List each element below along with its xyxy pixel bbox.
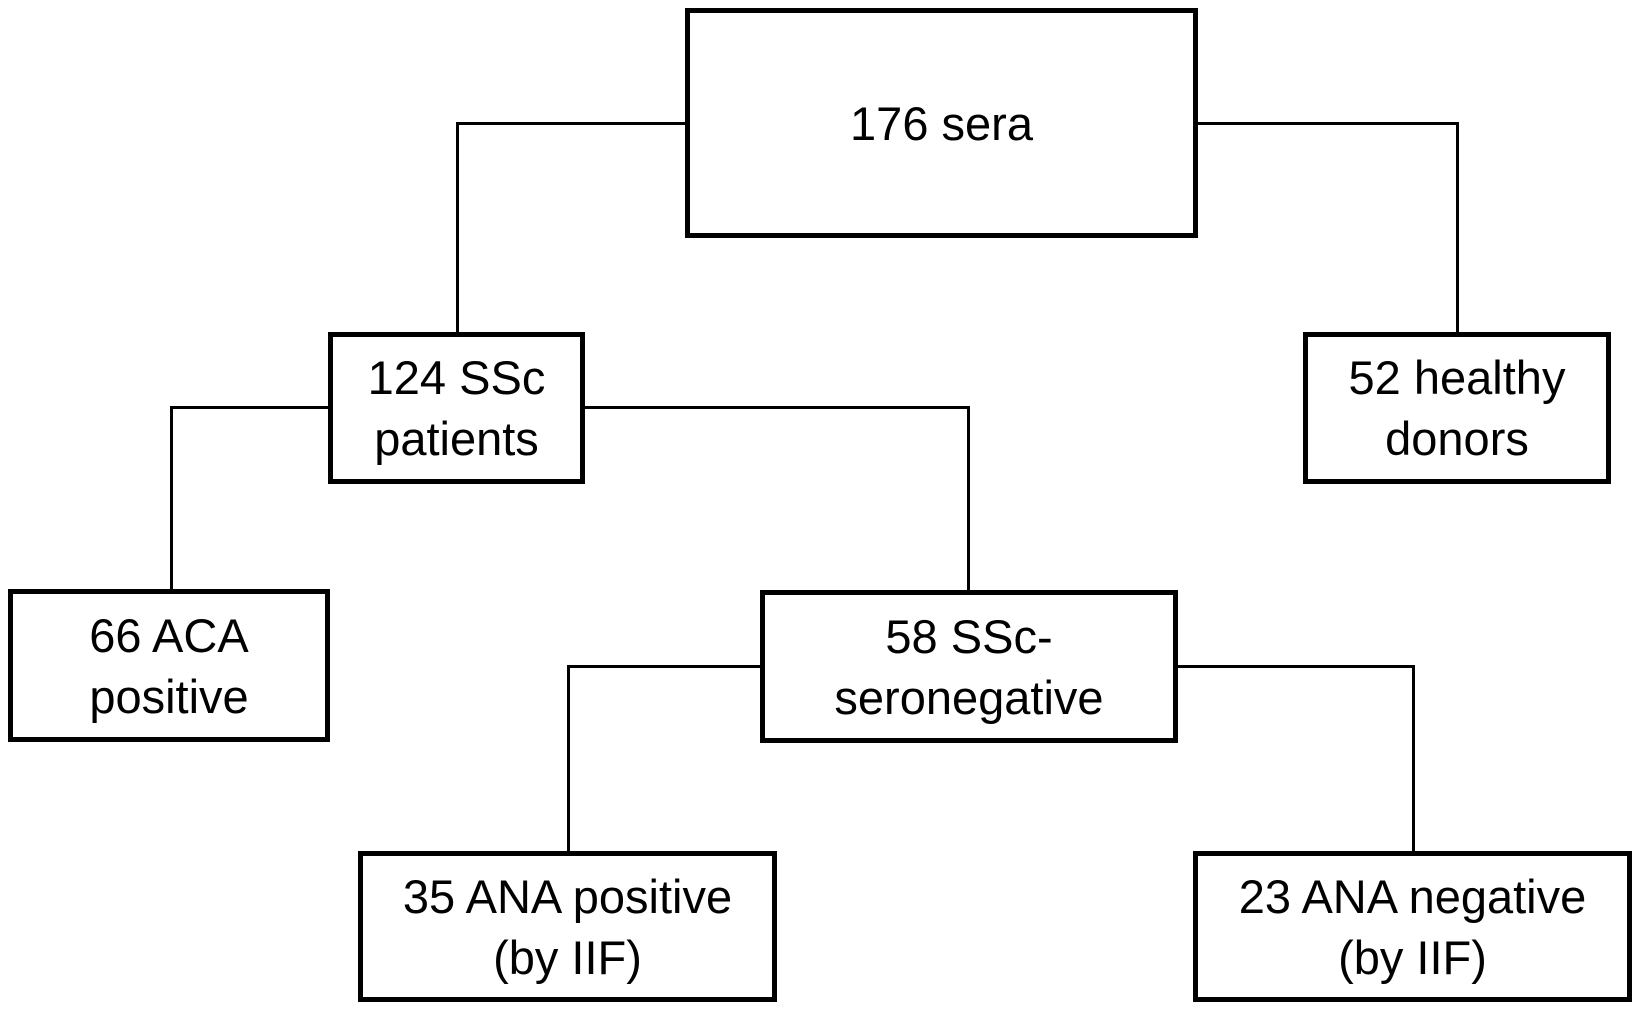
node-176-sera: 176 sera (685, 8, 1198, 238)
node-66-aca-positive-line-1: 66 ACA (89, 608, 249, 662)
connector-sero-ananeg-horizontal (1175, 665, 1415, 668)
node-66-aca-positive: 66 ACA positive (8, 589, 330, 742)
node-35-ana-positive-line-2: (by IIF) (493, 930, 642, 984)
connector-ssc-aca-horizontal (170, 406, 331, 409)
connector-ssc-sero-vertical (967, 406, 970, 593)
node-35-ana-positive-line-1: 35 ANA positive (402, 869, 733, 923)
node-124-ssc-patients-line-1: 124 SSc (367, 351, 546, 404)
node-58-ssc-seronegative: 58 SSc- seronegative (760, 590, 1178, 743)
connector-sero-anapos-horizontal (567, 665, 763, 668)
node-52-healthy-donors: 52 healthy donors (1303, 332, 1611, 484)
node-23-ana-negative: 23 ANA negative (by IIF) (1193, 851, 1632, 1002)
node-23-ana-negative-line-2: (by IIF) (1338, 930, 1487, 984)
connector-ssc-sero-horizontal (582, 406, 970, 409)
node-66-aca-positive-line-2: positive (89, 669, 249, 723)
node-58-ssc-seronegative-line-2: seronegative (834, 670, 1104, 724)
connector-sera-ssc-horizontal (456, 122, 688, 125)
connector-sero-ananeg-vertical (1412, 665, 1415, 854)
node-124-ssc-patients-line-2: patients (374, 412, 539, 465)
connector-sera-healthy-vertical (1456, 122, 1459, 335)
node-52-healthy-donors-line-2: donors (1385, 412, 1529, 465)
node-23-ana-negative-line-1: 23 ANA negative (1238, 869, 1587, 923)
connector-sero-anapos-vertical (567, 665, 570, 854)
node-35-ana-positive: 35 ANA positive (by IIF) (358, 851, 777, 1002)
node-176-sera-label: 176 sera (850, 96, 1033, 150)
connector-ssc-aca-vertical (170, 406, 173, 592)
node-52-healthy-donors-line-1: 52 healthy (1348, 351, 1566, 404)
connector-sera-ssc-vertical (456, 122, 459, 335)
node-124-ssc-patients: 124 SSc patients (328, 332, 585, 484)
node-58-ssc-seronegative-line-1: 58 SSc- (885, 609, 1053, 663)
connector-sera-healthy-horizontal (1195, 122, 1459, 125)
